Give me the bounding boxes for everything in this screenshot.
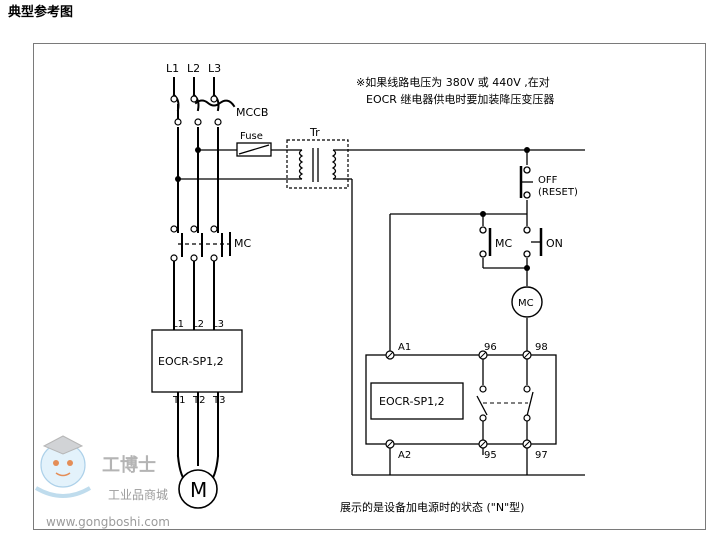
junction-dot <box>195 147 201 153</box>
diagram-frame <box>33 43 706 530</box>
watermark-brand: 工博士 <box>102 454 156 476</box>
label-l3: L3 <box>208 62 221 75</box>
label-t1: T1 <box>172 395 185 406</box>
label-95: 95 <box>484 450 497 461</box>
label-on: ON <box>546 237 563 250</box>
terminal <box>170 225 178 233</box>
label-mc-aux: MC <box>495 237 512 250</box>
label-l1-terminal: L1 <box>172 319 184 330</box>
note-line-2: EOCR 继电器供电时要加装降压变压器 <box>366 92 554 106</box>
note-line-1: ※如果线路电压为 380V 或 440V ,在对 <box>356 75 550 89</box>
label-motor: M <box>190 478 207 502</box>
terminal <box>523 250 531 258</box>
label-98: 98 <box>535 342 548 353</box>
eocr-right-inner <box>370 382 464 420</box>
terminal <box>174 118 182 126</box>
label-a1: A1 <box>398 342 411 353</box>
label-mc-coil: MC <box>518 298 534 309</box>
terminal <box>523 226 531 234</box>
terminal <box>190 254 198 262</box>
watermark-url: www.gongboshi.com <box>46 515 170 529</box>
terminal <box>210 254 218 262</box>
label-mc-main: MC <box>234 237 251 250</box>
label-t3: T3 <box>212 395 225 406</box>
terminal <box>190 225 198 233</box>
junction-dot <box>524 147 530 153</box>
terminal <box>214 118 222 126</box>
eocr-left-box <box>151 329 243 393</box>
watermark-sub: 工业品商城 <box>108 487 168 502</box>
mc-coil <box>511 286 543 318</box>
terminal <box>479 250 487 258</box>
caption: 展示的是设备加电源时的状态 ("N"型) <box>340 500 524 514</box>
terminal <box>170 95 178 103</box>
terminal <box>210 225 218 233</box>
label-t2: T2 <box>192 395 205 406</box>
label-eocr-right: EOCR-SP1,2 <box>379 395 445 408</box>
label-reset: (RESET) <box>538 187 578 198</box>
page-title: 典型参考图 <box>8 5 74 20</box>
terminal <box>194 118 202 126</box>
terminal <box>210 95 218 103</box>
terminal <box>190 95 198 103</box>
label-eocr-left: EOCR-SP1,2 <box>158 355 224 368</box>
transformer-secondary <box>331 149 337 180</box>
eocr-no-contact <box>526 391 534 417</box>
watermark: 工博士 工业品商城 www.gongboshi.com <box>34 435 170 529</box>
label-a2: A2 <box>398 450 411 461</box>
label-mccb: MCCB <box>236 106 268 119</box>
terminal <box>523 166 531 174</box>
terminal <box>523 191 531 199</box>
junction-dot <box>524 265 530 271</box>
transformer-primary <box>298 149 304 180</box>
eocr-right-box <box>365 354 557 445</box>
junction-dot <box>175 176 181 182</box>
transformer-box <box>286 139 349 189</box>
terminal <box>479 226 487 234</box>
label-tr: Tr <box>309 126 320 139</box>
label-97: 97 <box>535 450 548 461</box>
label-l1: L1 <box>166 62 179 75</box>
label-l3-terminal: L3 <box>212 319 224 330</box>
eocr-nc-contact <box>476 395 488 416</box>
label-96: 96 <box>484 342 497 353</box>
label-l2-terminal: L2 <box>192 319 204 330</box>
mccb-link <box>194 99 236 108</box>
motor-symbol <box>178 469 218 509</box>
label-fuse: Fuse <box>240 131 263 142</box>
fuse-element <box>238 144 270 155</box>
label-l2: L2 <box>187 62 200 75</box>
junction-dot <box>480 211 486 217</box>
terminal <box>170 254 178 262</box>
label-off: OFF <box>538 175 558 186</box>
